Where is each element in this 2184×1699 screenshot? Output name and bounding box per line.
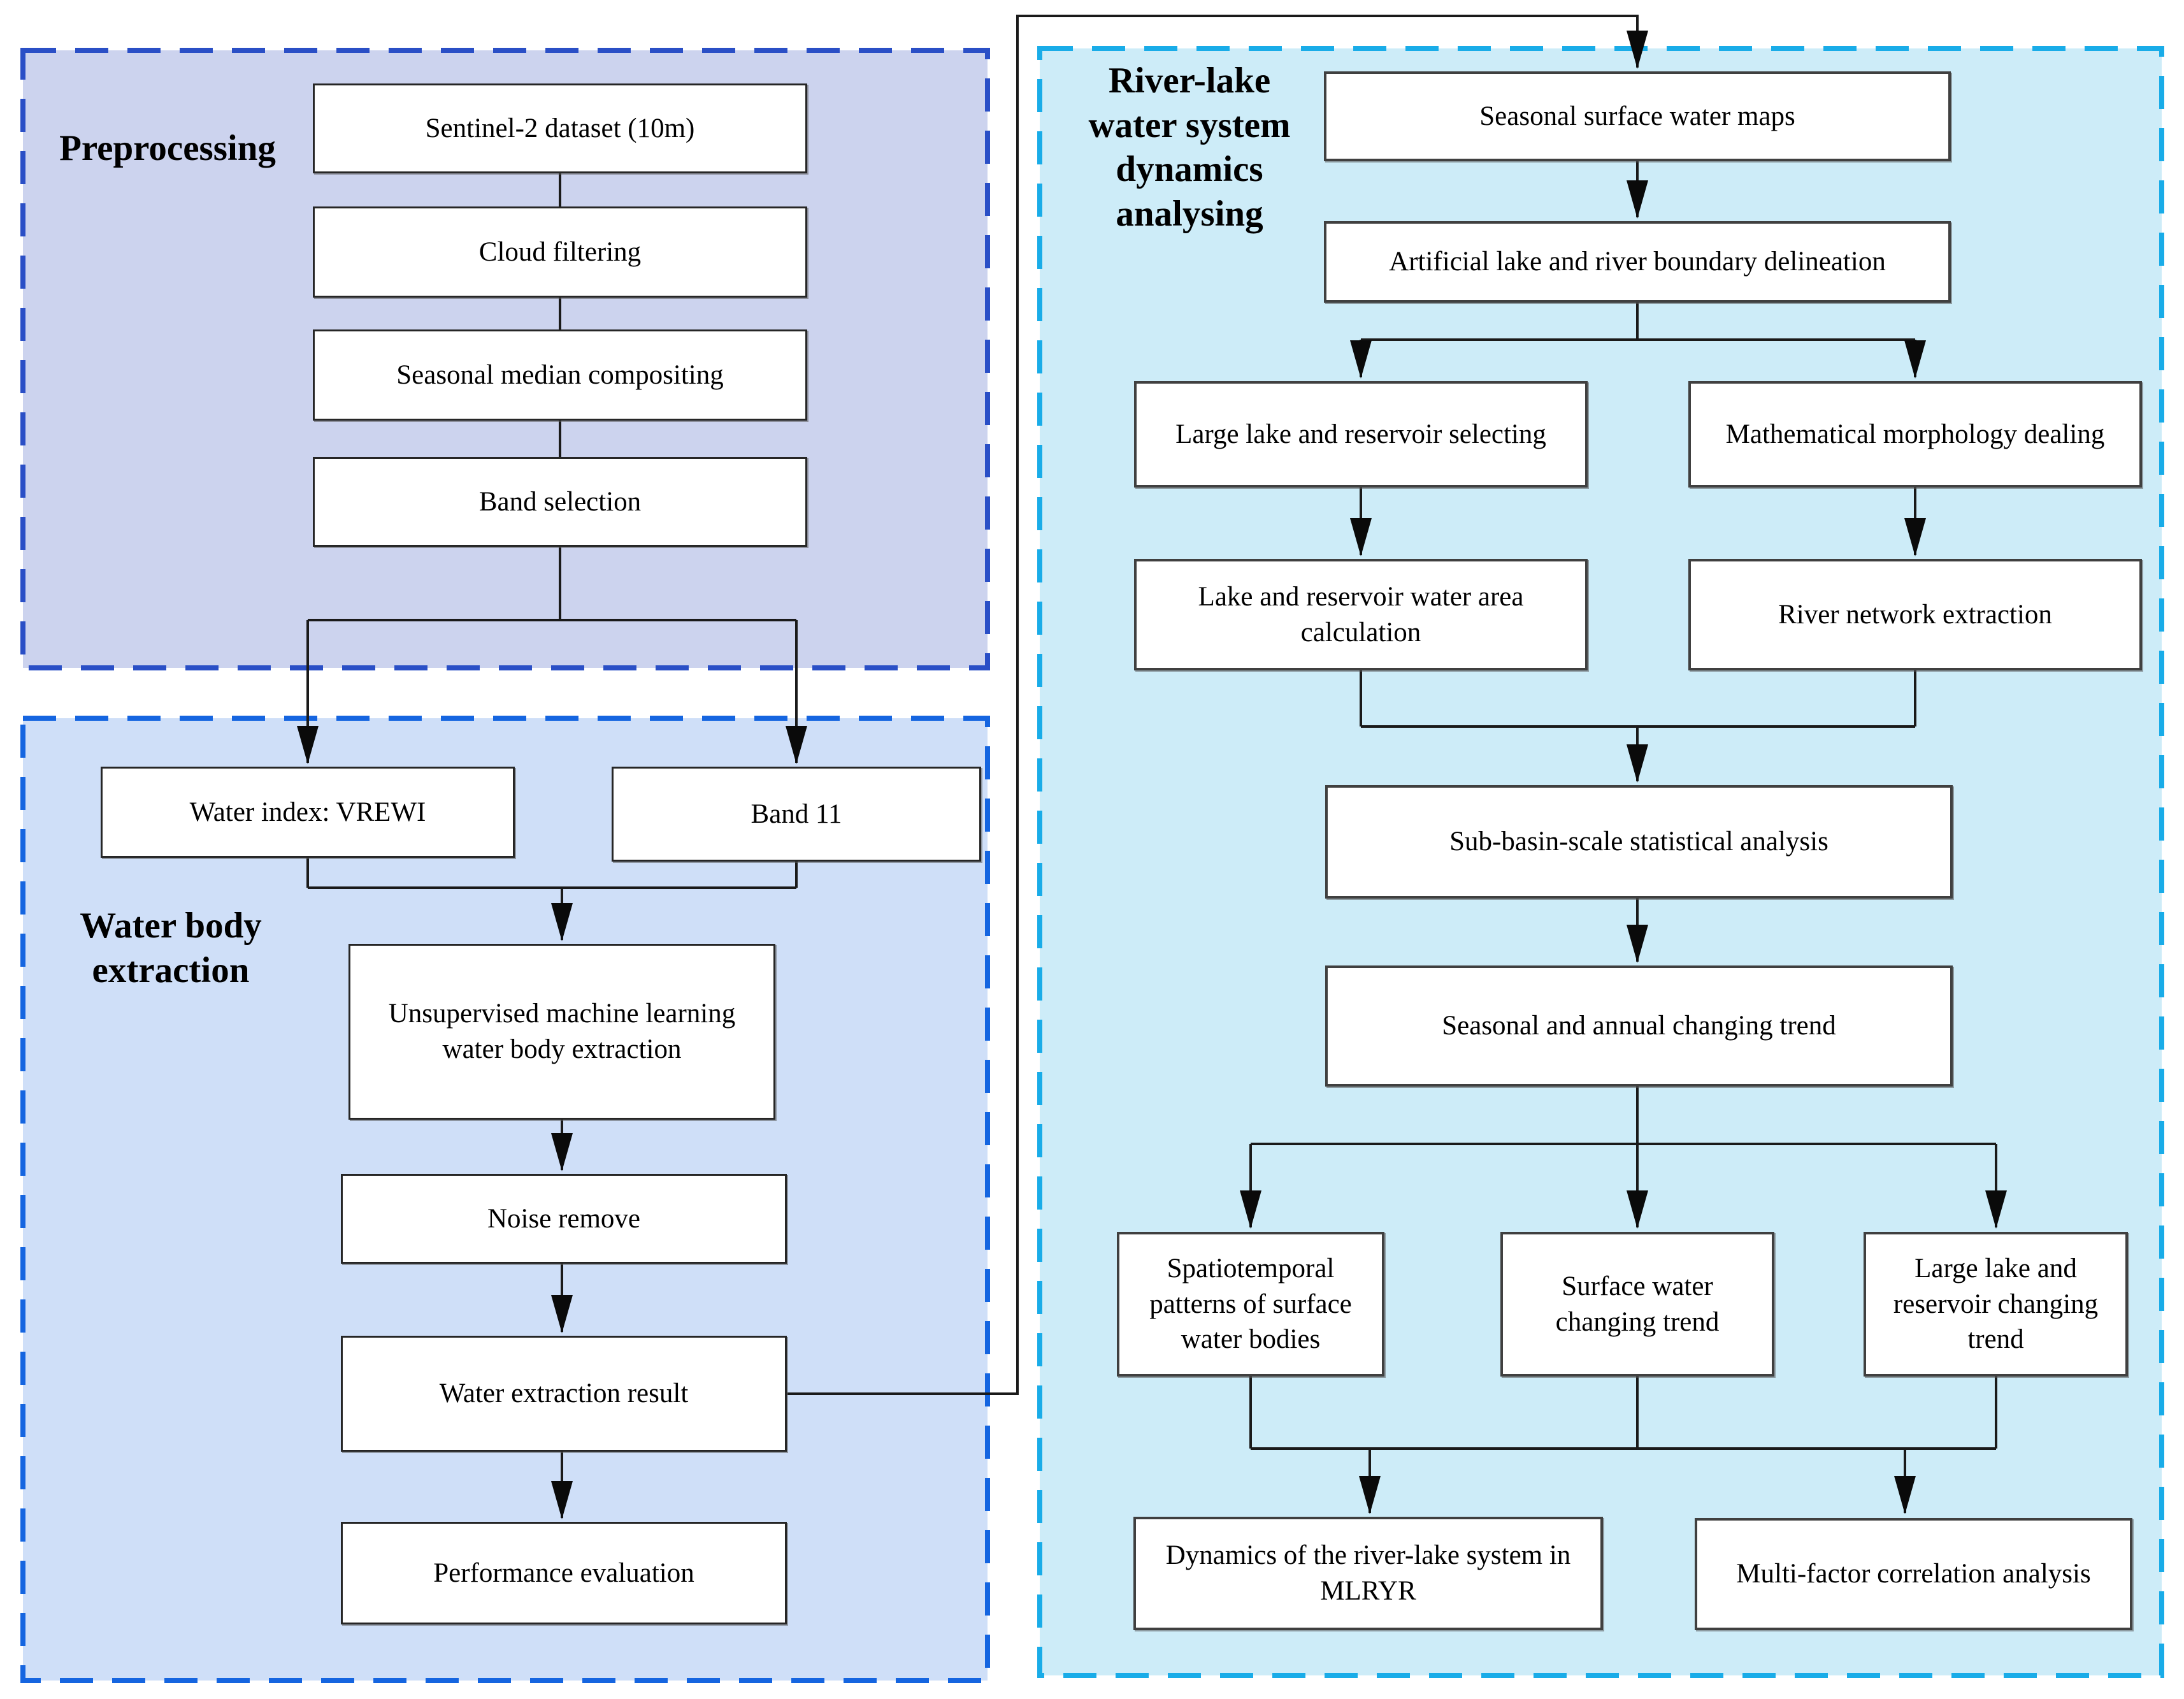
node-boundary-delineation: Artificial lake and river boundary delin… [1324,221,1951,303]
node-large-lake-reservoir-selecting: Large lake and reservoir selecting [1134,381,1588,488]
node-multi-factor-correlation: Multi-factor correlation analysis [1695,1518,2132,1630]
node-mathematical-morphology: Mathematical morphology dealing [1688,381,2142,488]
node-label: Artificial lake and river boundary delin… [1389,247,1886,277]
node-label: Water extraction result [439,1378,689,1409]
node-label: Sentinel-2 dataset (10m) [425,113,695,143]
node-label: Surface water changing trend [1555,1271,1720,1337]
node-noise-remove: Noise remove [341,1174,787,1264]
node-label: Large lake and reservoir selecting [1175,419,1546,449]
node-label: River network extraction [1778,599,2052,630]
node-river-network-extraction: River network extraction [1688,559,2142,670]
node-seasonal-annual-changing-trend: Seasonal and annual changing trend [1325,965,1953,1087]
preprocessing-label: Preprocessing [59,128,276,168]
node-label: Seasonal and annual changing trend [1442,1011,1836,1041]
node-seasonal-surface-water-maps: Seasonal surface water maps [1324,71,1951,161]
node-label: Cloud filtering [478,236,642,267]
node-label: Noise remove [487,1203,640,1234]
node-label: Multi-factor correlation analysis [1736,1559,2091,1589]
node-sentinel-dataset: Sentinel-2 dataset (10m) [313,83,807,173]
node-label: Large lake and reservoir changing trend [1893,1253,2099,1355]
node-water-index-vrewi: Water index: VREWI [101,767,515,858]
node-label: Seasonal surface water maps [1479,101,1795,131]
node-label: Dynamics of the river-lake system in MLR… [1165,1540,1571,1606]
node-seasonal-median-compositing: Seasonal median compositing [313,329,807,421]
node-label: Band 11 [751,799,842,829]
node-water-extraction-result: Water extraction result [341,1336,787,1452]
node-band-11: Band 11 [612,767,981,862]
node-large-lake-reservoir-trend: Large lake and reservoir changing trend [1864,1232,2128,1377]
river-lake-label: River-lake water system dynamics analysi… [1088,61,1291,234]
water-body-extraction-label: Water body extraction [80,906,262,990]
node-cloud-filtering: Cloud filtering [313,206,807,298]
node-label: Lake and reservoir water area calculatio… [1198,581,1524,647]
node-lake-reservoir-area-calculation: Lake and reservoir water area calculatio… [1134,559,1588,670]
node-spatiotemporal-patterns: Spatiotemporal patterns of surface water… [1117,1232,1384,1377]
node-sub-basin-statistical-analysis: Sub-basin-scale statistical analysis [1325,785,1953,899]
node-band-selection: Band selection [313,457,807,547]
connector-segment [787,15,1648,1395]
node-label: Unsupervised machine learning water body… [388,999,736,1064]
connector-lines [297,15,2007,1519]
node-label: Mathematical morphology dealing [1725,419,2105,449]
node-label: Performance evaluation [433,1558,694,1588]
node-label: Water index: VREWI [189,797,426,827]
node-unsupervised-ml-extraction: Unsupervised machine learning water body… [348,944,775,1120]
node-label: Spatiotemporal patterns of surface water… [1149,1253,1352,1355]
node-surface-water-changing-trend: Surface water changing trend [1500,1232,1774,1377]
node-label: Seasonal median compositing [396,359,724,390]
node-label: Band selection [478,486,642,517]
node-performance-evaluation: Performance evaluation [341,1522,787,1624]
node-dynamics-mlryr: Dynamics of the river-lake system in MLR… [1133,1517,1603,1630]
node-label: Sub-basin-scale statistical analysis [1449,827,1828,857]
